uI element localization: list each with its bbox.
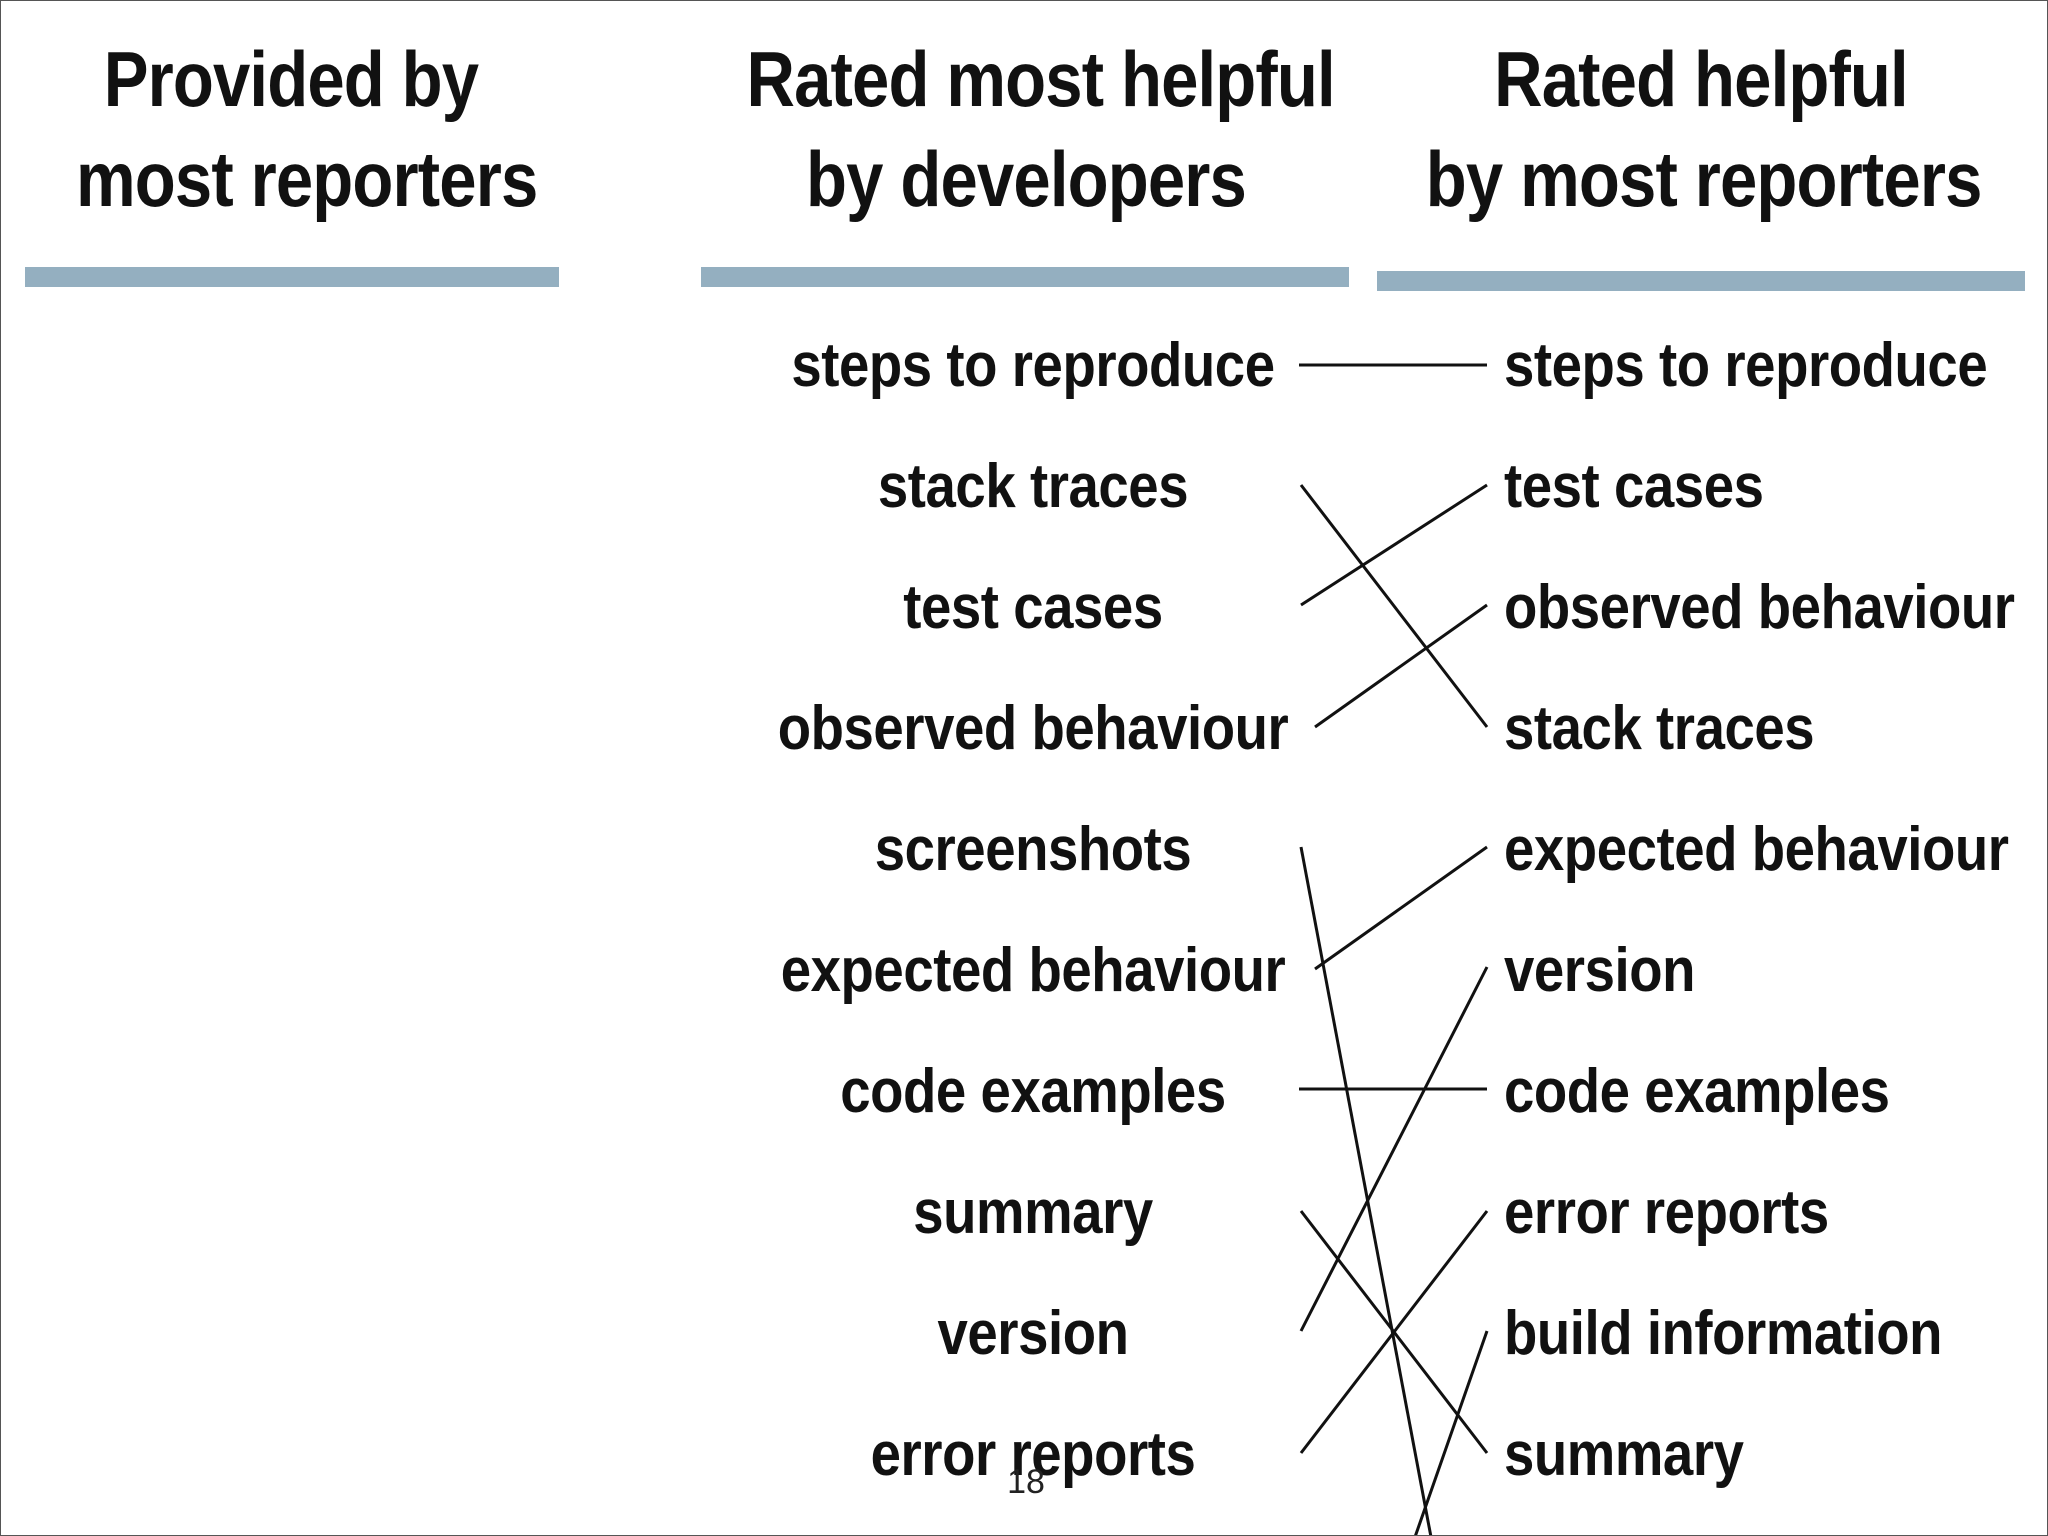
- reporter-item-5: expected behaviour: [1504, 815, 2009, 884]
- dev-item-3: test cases: [903, 573, 1163, 642]
- reporter-item-9: build information: [1504, 1299, 1943, 1368]
- dev-item-1: steps to reproduce: [791, 331, 1275, 400]
- header-reporters-line2: by most reporters: [1425, 135, 1983, 223]
- reporter-item-4: stack traces: [1504, 694, 1815, 763]
- header-provided-line1: Provided by: [103, 35, 479, 123]
- header-reporters: Rated helpful by most reporters: [1425, 29, 1983, 229]
- header-developers-line2: by developers: [806, 135, 1247, 223]
- header-developers-line1: Rated most helpful: [746, 35, 1336, 123]
- page-number: 18: [1007, 1463, 1045, 1501]
- header-reporters-line1: Rated helpful: [1494, 35, 1909, 123]
- header-developers-bar: [701, 267, 1349, 287]
- dev-item-4: observed behaviour: [777, 694, 1289, 763]
- dev-item-6: expected behaviour: [780, 936, 1286, 1005]
- reporter-item-6: version: [1504, 936, 1696, 1005]
- dev-item-9: version: [937, 1299, 1129, 1368]
- reporter-item-8: error reports: [1504, 1178, 1829, 1247]
- dev-item-5: screenshots: [874, 815, 1192, 884]
- connector-build-information: [1414, 1330, 1489, 1535]
- header-provided-line2: most reporters: [76, 135, 538, 223]
- connector-version: [1299, 966, 1489, 1332]
- header-developers: Rated most helpful by developers: [746, 29, 1336, 229]
- dev-item-2: stack traces: [877, 452, 1189, 521]
- header-provided-bar: [25, 267, 559, 287]
- reporter-item-2: test cases: [1504, 452, 1764, 521]
- dev-item-7: code examples: [840, 1057, 1226, 1126]
- dev-item-10: error reports: [870, 1420, 1196, 1489]
- reporter-item-10: summary: [1504, 1420, 1744, 1489]
- reporter-item-1: steps to reproduce: [1504, 331, 1988, 400]
- reporter-item-3: observed behaviour: [1504, 573, 2015, 642]
- header-provided: Provided by most reporters: [76, 29, 538, 229]
- dev-item-8: summary: [913, 1178, 1153, 1247]
- reporter-item-7: code examples: [1504, 1057, 1890, 1126]
- header-reporters-bar: [1377, 271, 2025, 291]
